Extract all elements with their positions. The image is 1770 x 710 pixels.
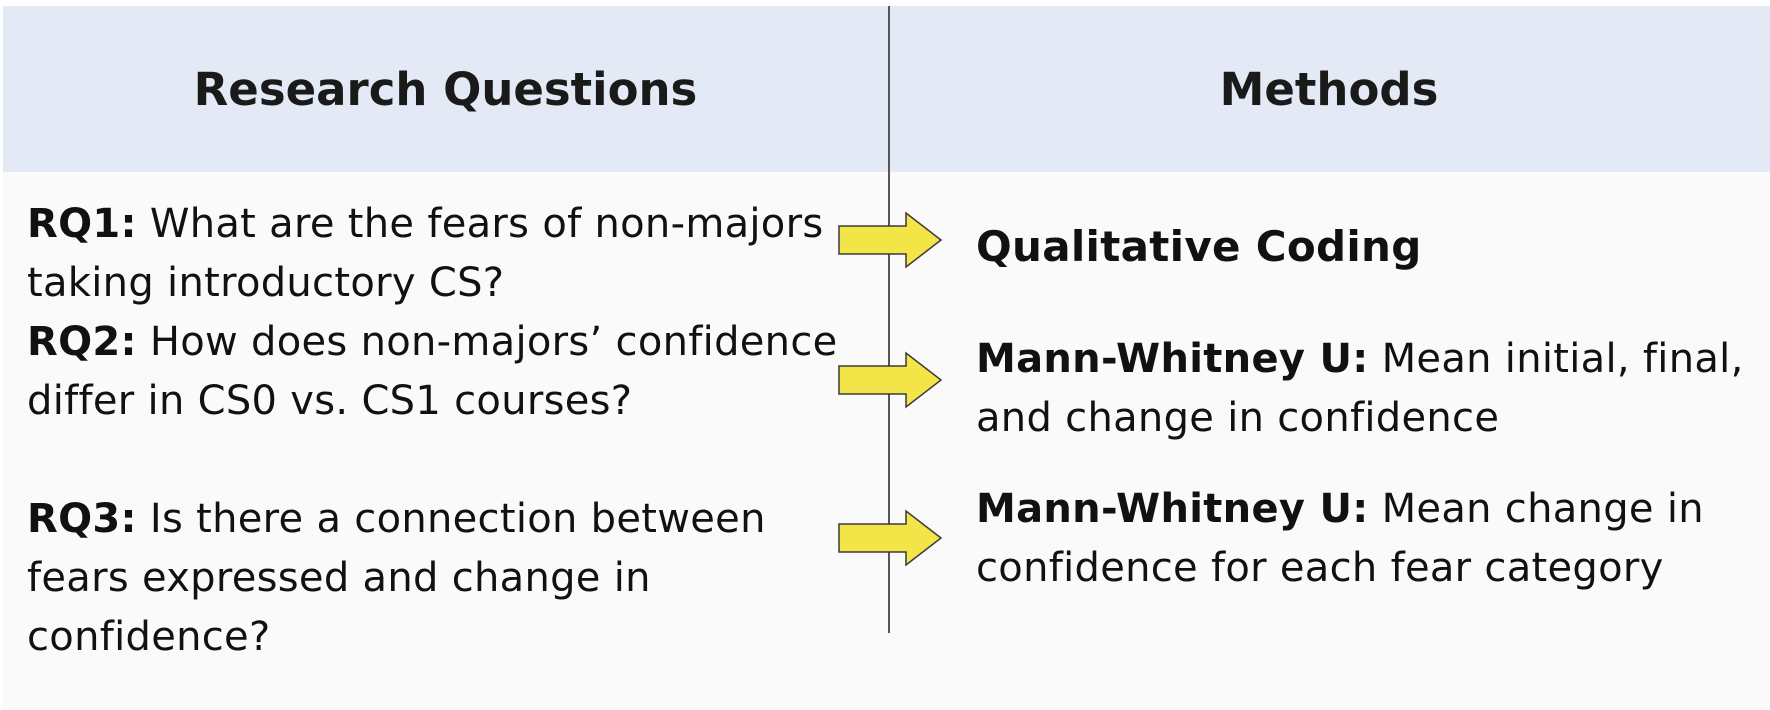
method2-text: Mean initial, final, and change in confi… [976,336,1744,441]
research-questions-header: Research Questions [193,62,698,116]
right-arrow-icon [838,509,943,567]
method1-label: Qualitative Coding [976,222,1422,271]
method3-text: Mean change in confidence for each fear … [976,486,1704,591]
header-band [3,6,1770,172]
rq3-label: RQ3: [27,496,137,542]
method2-label: Mann-Whitney U: [976,336,1369,382]
method-qualitative-coding: Qualitative Coding [976,217,1766,276]
methods-header: Methods [1219,62,1439,116]
right-arrow-icon [838,211,943,269]
rq2-item: RQ2: How does non-majors’ confidence dif… [27,313,847,431]
rq2-text: How does non-majors’ confidence differ i… [27,319,838,424]
rq3-item: RQ3: Is there a connection between fears… [27,490,847,667]
right-arrow-icon [838,351,943,409]
rq1-text: What are the fears of non-majors taking … [27,201,824,306]
method3-label: Mann-Whitney U: [976,486,1369,532]
method-mann-whitney-2: Mann-Whitney U: Mean change in confidenc… [976,480,1766,598]
rq1-item: RQ1: What are the fears of non-majors ta… [27,195,847,313]
research-methods-table: Research Questions Methods RQ1: What are… [3,6,1770,710]
rq2-label: RQ2: [27,319,137,365]
rq1-label: RQ1: [27,201,137,247]
method-mann-whitney-1: Mann-Whitney U: Mean initial, final, and… [976,330,1766,448]
rq3-text: Is there a connection between fears expr… [27,496,766,660]
column-divider [888,6,890,633]
